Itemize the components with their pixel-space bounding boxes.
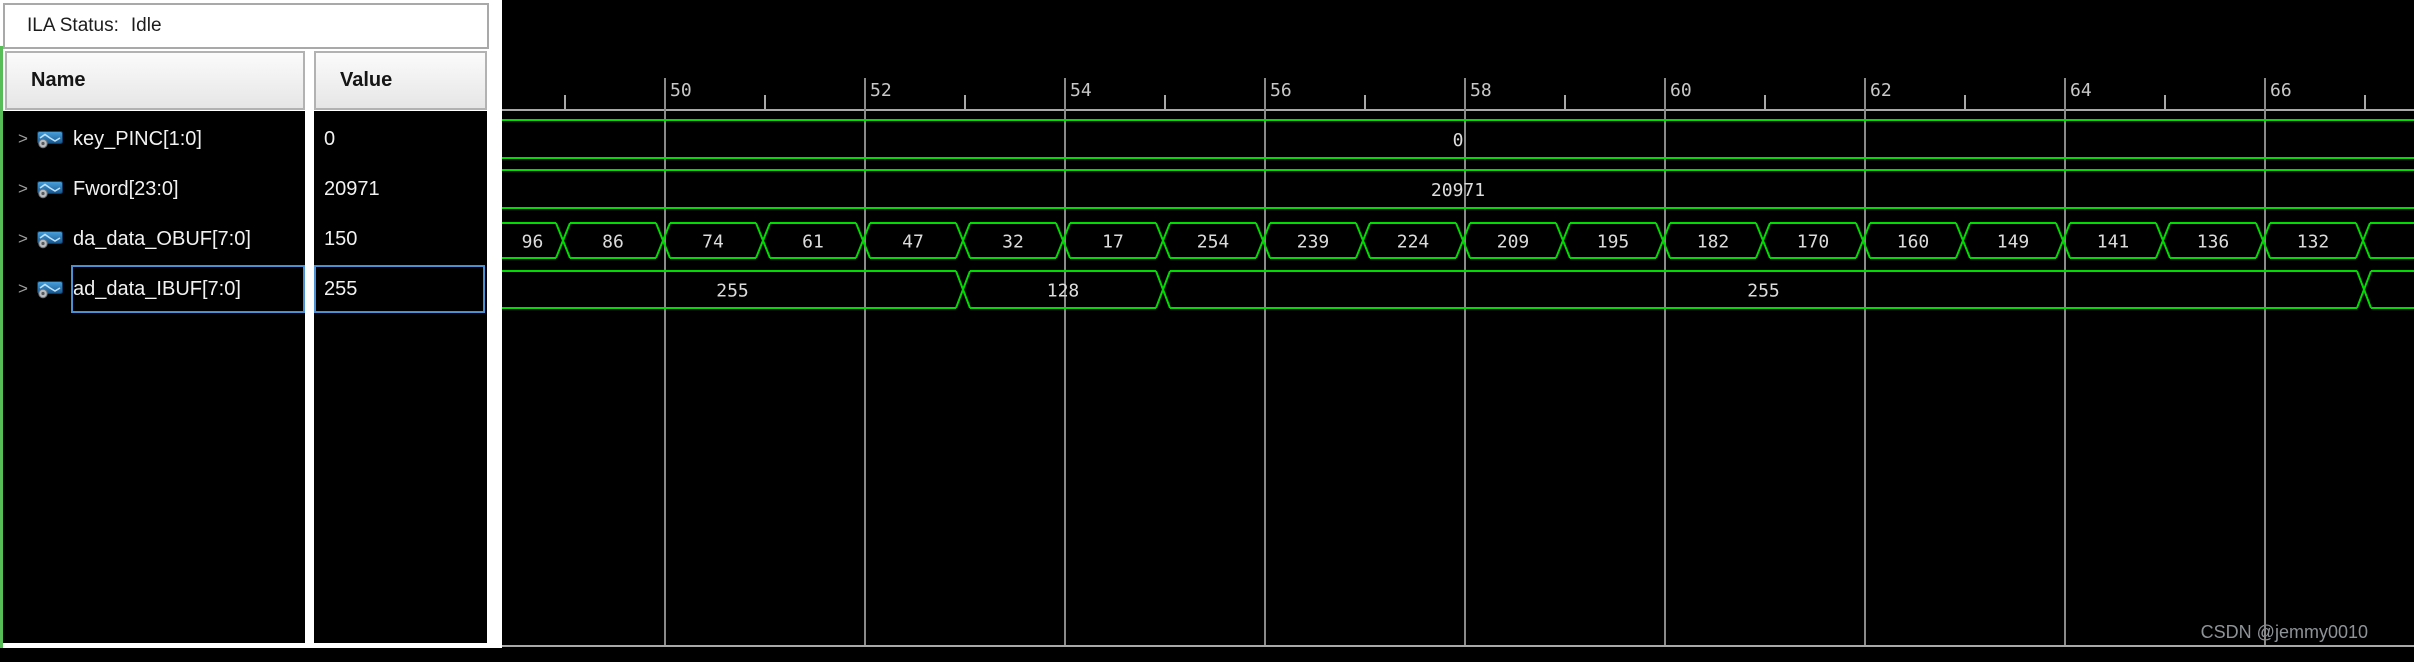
signal-value-row[interactable]: 0	[314, 114, 487, 164]
panel-bottom-separator	[3, 643, 487, 648]
bus-value-label: 17	[1102, 232, 1124, 253]
time-tick-label: 66	[2270, 80, 2292, 101]
bus-value-label: 160	[1897, 232, 1930, 253]
major-gridline	[1464, 78, 1466, 645]
bus-value-label: 132	[2297, 232, 2330, 253]
minor-tick	[1164, 95, 1166, 110]
bus-value-label: 74	[702, 232, 724, 253]
value-column-header-label: Value	[340, 69, 393, 91]
signal-value: 255	[324, 277, 358, 300]
bus-value-label: 47	[902, 232, 924, 253]
minor-tick	[1564, 95, 1566, 110]
signal-row[interactable]: > ad_data_IBUF[7:0]	[3, 264, 305, 314]
signal-value-row[interactable]: 255	[314, 264, 487, 314]
major-gridline	[664, 78, 666, 645]
expand-chevron-icon[interactable]: >	[18, 179, 28, 198]
minor-tick	[764, 95, 766, 110]
major-gridline	[2064, 78, 2066, 645]
minor-tick	[564, 95, 566, 110]
wave-row-ad_data_IBUF[7:0]: 255 128 255	[502, 270, 2414, 309]
bus-value-label: 141	[2097, 232, 2130, 253]
expand-chevron-icon[interactable]: >	[18, 279, 28, 298]
expand-chevron-icon[interactable]: >	[18, 229, 28, 248]
signal-value-panel: 0 20971 150 255	[314, 111, 487, 643]
ila-status-label: ILA Status:	[27, 15, 119, 36]
bus-value-label: 136	[2197, 232, 2230, 253]
signal-name: key_PINC[1:0]	[73, 127, 202, 150]
name-column-header[interactable]: Name	[5, 51, 305, 110]
bus-value-label: 32	[1002, 232, 1024, 253]
major-gridline	[1664, 78, 1666, 645]
major-gridline	[864, 78, 866, 645]
signal-row[interactable]: > da_data_OBUF[7:0]	[3, 214, 305, 264]
wave-row-key_PINC[1:0]: 0	[502, 119, 2414, 159]
signal-row[interactable]: > Fword[23:0]	[3, 164, 305, 214]
bus-value-label: 128	[1047, 281, 1080, 302]
signal-name: Fword[23:0]	[73, 177, 179, 200]
bus-value-label: 209	[1497, 232, 1530, 253]
bottom-strip	[0, 648, 2414, 662]
bus-value-label: 255	[1747, 281, 1780, 302]
bus-signal-icon	[37, 180, 63, 198]
signal-value: 0	[324, 127, 336, 150]
bus-signal-icon	[37, 230, 63, 248]
bus-value-label: 149	[1997, 232, 2030, 253]
minor-tick	[1964, 95, 1966, 110]
ila-status-value: Idle	[130, 15, 162, 36]
minor-tick	[2364, 95, 2366, 110]
minor-tick	[1764, 95, 1766, 110]
minor-tick	[964, 95, 966, 110]
time-tick-label: 60	[1670, 80, 1692, 101]
time-tick-label: 62	[1870, 80, 1892, 101]
wave-row-Fword[23:0]: 20971	[502, 169, 2414, 209]
expand-chevron-icon[interactable]: >	[18, 129, 28, 148]
time-tick-label: 54	[1070, 80, 1092, 101]
panel-focus-border	[0, 46, 3, 648]
bus-value-label: 20971	[1431, 180, 1485, 201]
bus-value-label: 96	[522, 232, 544, 253]
waveform-svg: 50 52 54 56 58 60 62 64 66 0 20971 96 86 74 61 47 32 17 25…	[502, 78, 2414, 647]
name-column-header-label: Name	[31, 69, 86, 91]
time-tick-label: 64	[2070, 80, 2092, 101]
value-column-header[interactable]: Value	[314, 51, 487, 110]
ila-status-box: ILA Status: Idle	[3, 3, 489, 49]
signal-value: 150	[324, 227, 358, 250]
bus-value-label: 86	[602, 232, 624, 253]
bus-value-label: 255	[716, 281, 749, 302]
bus-value-label: 224	[1397, 232, 1430, 253]
timeline-grid: 50 52 54 56 58 60 62 64 66	[502, 78, 2414, 647]
signal-name: da_data_OBUF[7:0]	[73, 227, 251, 250]
signal-name: ad_data_IBUF[7:0]	[73, 277, 241, 300]
bus-value-label: 182	[1697, 232, 1730, 253]
signal-value-row[interactable]: 20971	[314, 164, 487, 214]
bus-value-label: 239	[1297, 232, 1330, 253]
waveform-panel[interactable]: CSDN @jemmy0010 50 52 54 56 58 60 62 64 66 0 20971…	[502, 0, 2414, 648]
major-gridline	[1864, 78, 1866, 645]
bus-value-label: 254	[1197, 232, 1230, 253]
time-tick-label: 58	[1470, 80, 1492, 101]
signal-value-row[interactable]: 150	[314, 214, 487, 264]
time-tick-label: 50	[670, 80, 692, 101]
major-gridline	[2264, 78, 2266, 645]
signal-name-panel: > key_PINC[1:0] > Fword[23:0] > da_data_OBUF[…	[3, 111, 305, 643]
time-tick-label: 56	[1270, 80, 1292, 101]
major-gridline	[1064, 78, 1066, 645]
bus-value-label: 0	[1453, 130, 1464, 151]
watermark: CSDN @jemmy0010	[2200, 622, 2368, 642]
bus-value-label: 61	[802, 232, 824, 253]
bus-value-label: 170	[1797, 232, 1830, 253]
bus-value-label: 195	[1597, 232, 1630, 253]
time-tick-label: 52	[870, 80, 892, 101]
bus-signal-icon	[37, 130, 63, 148]
major-gridline	[1264, 78, 1266, 645]
minor-tick	[1364, 95, 1366, 110]
signal-row[interactable]: > key_PINC[1:0]	[3, 114, 305, 164]
minor-tick	[2164, 95, 2166, 110]
wave-row-da_data_OBUF[7:0]: 96 86 74 61 47 32 17 254 239 224 209 195 182 170 160 14…	[502, 222, 2414, 259]
bus-signal-icon	[37, 280, 63, 298]
signal-value: 20971	[324, 177, 380, 200]
